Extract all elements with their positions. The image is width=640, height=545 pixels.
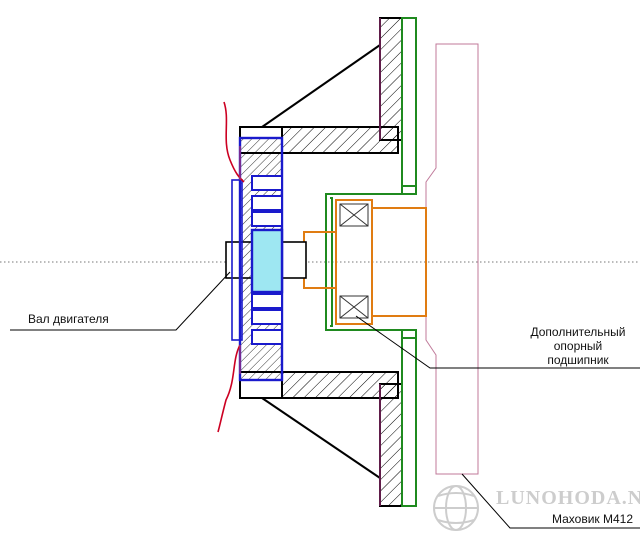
globe-emblem-icon — [433, 485, 479, 531]
green-mounting-plate — [325, 17, 417, 507]
watermark: LUNOHODA.NET — [433, 485, 640, 531]
leader-lines — [10, 271, 640, 529]
flywheel-outline — [425, 43, 479, 475]
label-bearing-line2: опорный — [554, 339, 602, 353]
label-bearing-line3: подшипник — [547, 353, 609, 367]
support-bearing — [303, 199, 427, 325]
label-motor-shaft: Вал двигателя — [28, 312, 109, 326]
label-flywheel: Маховик М412 — [552, 512, 633, 526]
blue-hub — [231, 136, 284, 382]
watermark-text: LUNOHODA.NET — [496, 487, 640, 509]
label-bearing-line1: Дополнительный — [530, 325, 625, 339]
